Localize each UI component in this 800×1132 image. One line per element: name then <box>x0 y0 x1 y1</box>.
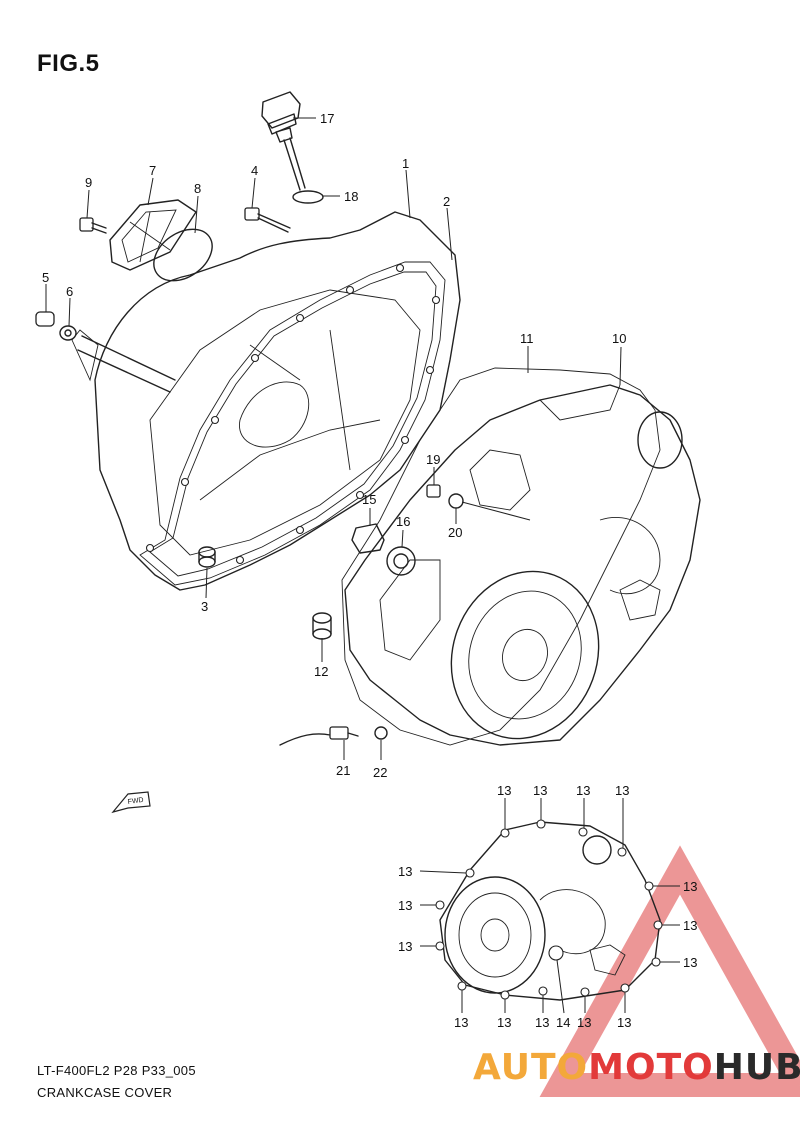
callout-20: 20 <box>448 525 462 540</box>
watermark-part-hub: HUB <box>713 1047 800 1088</box>
callout-22: 22 <box>373 765 387 780</box>
callout-5: 5 <box>42 270 49 285</box>
callout-12: 12 <box>314 664 328 679</box>
cap-part-15 <box>351 523 385 554</box>
washer-part-6 <box>59 325 77 341</box>
fwd-arrow-icon: FWD <box>111 791 151 814</box>
oil-filler-cap-part-17 <box>261 91 306 191</box>
fwd-label: FWD <box>127 797 144 806</box>
diagram-title: CRANKCASE COVER <box>37 1085 173 1100</box>
crankcase-cover-part-1 <box>71 211 461 591</box>
washer-part-22 <box>374 726 388 740</box>
callout-19: 19 <box>426 452 440 467</box>
oil-seal-part-16 <box>386 546 416 576</box>
callout-13-bottom-4: 13 <box>577 1015 591 1030</box>
callout-9: 9 <box>85 175 92 190</box>
callout-13-right-3: 13 <box>683 955 697 970</box>
callout-13-top-3: 13 <box>576 783 590 798</box>
gasket-holes <box>145 263 441 565</box>
callout-13-bottom-5: 13 <box>617 1015 631 1030</box>
bolt-part-9 <box>79 217 107 234</box>
callout-16: 16 <box>396 514 410 529</box>
inner-crankcase-cover-part-10 <box>344 384 701 746</box>
small-cover-detail <box>439 821 661 1001</box>
bolt-part-4 <box>244 207 291 233</box>
callout-13-left-3: 13 <box>398 939 412 954</box>
callout-13-bottom-3: 13 <box>535 1015 549 1030</box>
sensor-part-21 <box>279 726 359 746</box>
callout-3: 3 <box>201 599 208 614</box>
callout-4: 4 <box>251 163 258 178</box>
dowel-pin-part-3 <box>198 546 216 568</box>
dowel-part-12 <box>312 612 332 640</box>
figure-title: FIG.5 <box>37 50 100 77</box>
watermark-logo: AUTOMOTOHUB <box>473 1047 800 1088</box>
o-ring-part-8 <box>153 228 213 282</box>
callout-13-top-4: 13 <box>615 783 629 798</box>
callout-13-left-1: 13 <box>398 864 412 879</box>
callout-13-top-2: 13 <box>533 783 547 798</box>
leader-lines <box>45 117 680 1014</box>
callout-13-top-1: 13 <box>497 783 511 798</box>
gasket-part-11 <box>341 367 661 746</box>
bolt-part-19 <box>426 484 441 498</box>
gasket-part-2 <box>139 261 446 586</box>
callout-1: 1 <box>402 156 409 171</box>
cover-cap-part-7 <box>109 199 197 271</box>
callout-13-right-1: 13 <box>683 879 697 894</box>
callout-18: 18 <box>344 189 358 204</box>
callout-13-left-2: 13 <box>398 898 412 913</box>
callout-13-bottom-2: 13 <box>497 1015 511 1030</box>
watermark-part-moto: MOTO <box>588 1047 714 1088</box>
diagram-code: LT-F400FL2 P28 P33_005 <box>37 1063 196 1078</box>
callout-13-right-2: 13 <box>683 918 697 933</box>
callout-13-bottom-1: 13 <box>454 1015 468 1030</box>
callout-11: 11 <box>520 331 534 346</box>
watermark-triangle <box>539 845 800 1097</box>
callout-7: 7 <box>149 163 156 178</box>
small-cover-bolts <box>435 819 663 1000</box>
plug-part-5 <box>35 311 55 327</box>
callout-17: 17 <box>320 111 334 126</box>
o-ring-part-18 <box>292 190 324 204</box>
callout-2: 2 <box>443 194 450 209</box>
callout-21: 21 <box>336 763 350 778</box>
callout-15: 15 <box>362 492 376 507</box>
callout-8: 8 <box>194 181 201 196</box>
washer-part-20 <box>448 493 464 509</box>
callout-6: 6 <box>66 284 73 299</box>
callout-labels: 1 2 3 4 5 6 7 8 9 10 11 12 17 18 19 20 1… <box>42 111 697 1030</box>
callout-10: 10 <box>612 331 626 346</box>
callout-14: 14 <box>556 1015 570 1030</box>
watermark-part-auto: AUTO <box>473 1047 589 1088</box>
